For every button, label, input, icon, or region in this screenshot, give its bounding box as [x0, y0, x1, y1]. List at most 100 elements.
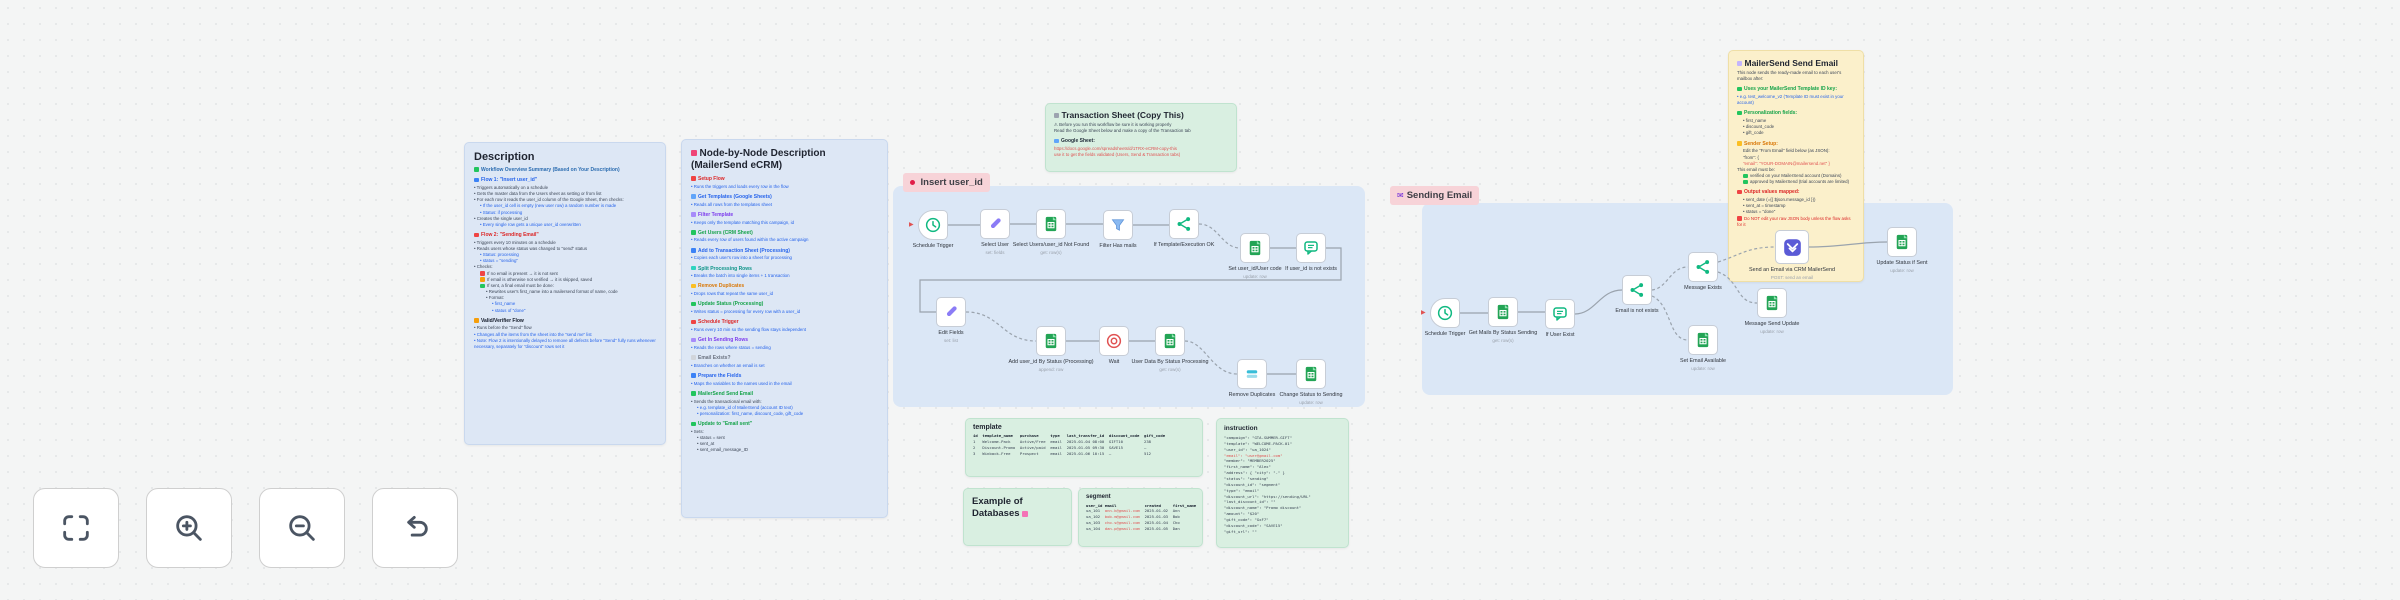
- undo-icon: [407, 515, 428, 537]
- sticky-note-transaction-sheet[interactable]: Transaction Sheet (Copy This) ⚠ Before y…: [1045, 103, 1237, 172]
- undo-button[interactable]: [372, 488, 458, 568]
- node-label-add-user-id-by-status: Add user_id By Status (Processing)append…: [1008, 359, 1094, 372]
- note-section-heading: Email Exists?: [691, 355, 878, 361]
- node-schedule-trigger[interactable]: [918, 210, 948, 240]
- sticky-note-segment[interactable]: segment user_id email created first_name…: [1078, 488, 1203, 547]
- document-icon: [1054, 113, 1059, 119]
- instruction-line: "address": { "city": "-" }: [1224, 470, 1285, 476]
- note-line: • status of "done": [492, 307, 526, 313]
- section-label-sending-email[interactable]: ✉ Sending Email: [1390, 186, 1480, 205]
- instruction-line: "discount_name": "Promo discount": [1224, 505, 1302, 511]
- node-schedule-trigger-2[interactable]: [1430, 298, 1460, 328]
- note-line: • Changes all the items from the sheet i…: [474, 331, 592, 337]
- node-label-message-exists: Message Exists: [1684, 285, 1722, 291]
- section-label-text: Insert user_id: [920, 177, 983, 188]
- note-section-heading: Get Templates (Google Sheets): [691, 194, 878, 200]
- node-email-is-not-exists[interactable]: [1622, 275, 1652, 305]
- instruction-line: "amount": "$20": [1224, 511, 1260, 517]
- note-title: template: [973, 424, 1002, 431]
- note-line: • Reads the rows where status = sending: [691, 344, 771, 350]
- color-chip-icon: [480, 283, 485, 289]
- fit-view-button[interactable]: [33, 488, 119, 568]
- zoom-out-button[interactable]: [259, 488, 345, 568]
- node-select-users-user-id[interactable]: [1036, 209, 1066, 239]
- color-chip-icon: [691, 265, 696, 271]
- node-if-template-execution-ok[interactable]: [1169, 209, 1199, 239]
- note-section-heading: Google Sheet:: [1054, 138, 1228, 144]
- note-line: • Gets the master data from the Users sh…: [474, 191, 602, 197]
- note-line: https://docs.google.com/spreadsheets/d/1…: [1054, 146, 1177, 152]
- clock-trigger-icon: [925, 217, 941, 233]
- notebook-icon: [1022, 510, 1029, 517]
- node-message-exists[interactable]: [1688, 252, 1718, 282]
- google-sheets-icon: [1697, 332, 1709, 348]
- note-line: • status = "done": [1743, 209, 1776, 215]
- color-chip-icon: [1737, 86, 1742, 92]
- node-add-user-id-by-status[interactable]: [1036, 326, 1066, 356]
- color-chip-icon: [1737, 110, 1742, 116]
- note-line: • sent_date (={{ $json.message_id }}): [1743, 197, 1816, 203]
- note-section-heading: Personalization fields:: [1737, 110, 1855, 116]
- note-section-heading: Get Users (CRM Sheet): [691, 230, 878, 236]
- google-sheets-icon: [1045, 333, 1057, 349]
- zoom-in-button[interactable]: [146, 488, 232, 568]
- zoom-in-icon: [176, 515, 202, 541]
- node-get-mails-by-status-sending[interactable]: [1488, 297, 1518, 327]
- instruction-line: "campaign": "GTA-SUMMER-GIFT": [1224, 435, 1292, 440]
- node-user-data-by-status[interactable]: [1155, 326, 1185, 356]
- note-section-heading: Update to "Email sent": [691, 421, 878, 427]
- instruction-line: "discount_code": "SAVE15": [1224, 522, 1283, 528]
- note-section-heading: Output values mapped:: [1737, 189, 1855, 195]
- node-label-wait: Wait: [1108, 359, 1120, 365]
- edit-pen-icon: [946, 306, 957, 317]
- node-if-user-exist[interactable]: [1545, 299, 1575, 329]
- branch-share-icon: [1177, 217, 1191, 231]
- pushpin-icon: [691, 150, 697, 157]
- color-chip-icon: [1737, 141, 1742, 146]
- sticky-note-template[interactable]: template id template_name purchase type …: [965, 418, 1203, 477]
- color-chip-icon: [691, 355, 696, 360]
- node-message-send-update[interactable]: [1757, 288, 1787, 318]
- instruction-line: "last_discount_id": "": [1224, 499, 1276, 505]
- table-row: 3 Winback-Free Prospect email 2025-01-06…: [973, 450, 1152, 456]
- note-section-heading: Uses your MailerSend Template ID key:: [1737, 86, 1855, 92]
- color-chip-icon: [691, 337, 696, 343]
- node-label-remove-duplicates: Remove Duplicates: [1228, 392, 1276, 398]
- color-chip-icon: [691, 194, 696, 199]
- sticky-note-instruction[interactable]: instruction "campaign": "GTA-SUMMER-GIFT…: [1216, 418, 1349, 548]
- note-section-heading: Add to Transaction Sheet (Processing): [691, 248, 878, 254]
- google-sheets-icon: [1766, 295, 1778, 311]
- node-select-user[interactable]: [980, 209, 1010, 239]
- note-title: Description: [474, 151, 535, 163]
- node-filter-has-mails[interactable]: [1103, 210, 1133, 240]
- node-label-filter-has-mails: Filter Has mails: [1099, 243, 1137, 249]
- note-line: • Reads all rows from the templates shee…: [691, 201, 773, 207]
- sticky-note-description[interactable]: Description Workflow Overview Summary (B…: [464, 142, 666, 445]
- node-if-user-id-not-exists[interactable]: [1296, 233, 1326, 263]
- node-set-email-available[interactable]: [1688, 325, 1718, 355]
- table-row: 1 Welcome-Pack Active/Free email 2025-01…: [973, 438, 1152, 444]
- google-sheets-icon: [1164, 333, 1176, 349]
- node-wait[interactable]: [1099, 326, 1129, 356]
- node-change-status-to-sending[interactable]: [1296, 359, 1326, 389]
- note-line: • Status: if processing: [480, 209, 523, 215]
- node-mailersend-send-email[interactable]: [1775, 230, 1809, 264]
- sticky-note-node-by-node[interactable]: Node-by-Node Description (MailerSend eCR…: [681, 139, 888, 518]
- filter-funnel-icon: [1111, 219, 1125, 231]
- node-set-user-id[interactable]: [1240, 233, 1270, 263]
- note-line: "email": "YOUR-DOMAIN@mailersend.net" }: [1743, 160, 1830, 166]
- node-update-status-if-sent[interactable]: [1887, 227, 1917, 257]
- node-remove-duplicates[interactable]: [1237, 359, 1267, 389]
- note-line: • Rewrites user's first_name into a mail…: [486, 289, 618, 295]
- note-section-heading: Filter Template: [691, 212, 878, 218]
- sticky-note-example-databases[interactable]: Example of Databases: [963, 488, 1072, 546]
- instruction-line: "first_name": "Alex": [1224, 464, 1271, 470]
- note-line: • Checks:: [474, 264, 493, 270]
- section-label-insert-user-id[interactable]: Insert user_id: [903, 173, 990, 192]
- node-edit-fields[interactable]: [936, 297, 966, 327]
- note-title: Node-by-Node Description (MailerSend eCR…: [691, 148, 826, 171]
